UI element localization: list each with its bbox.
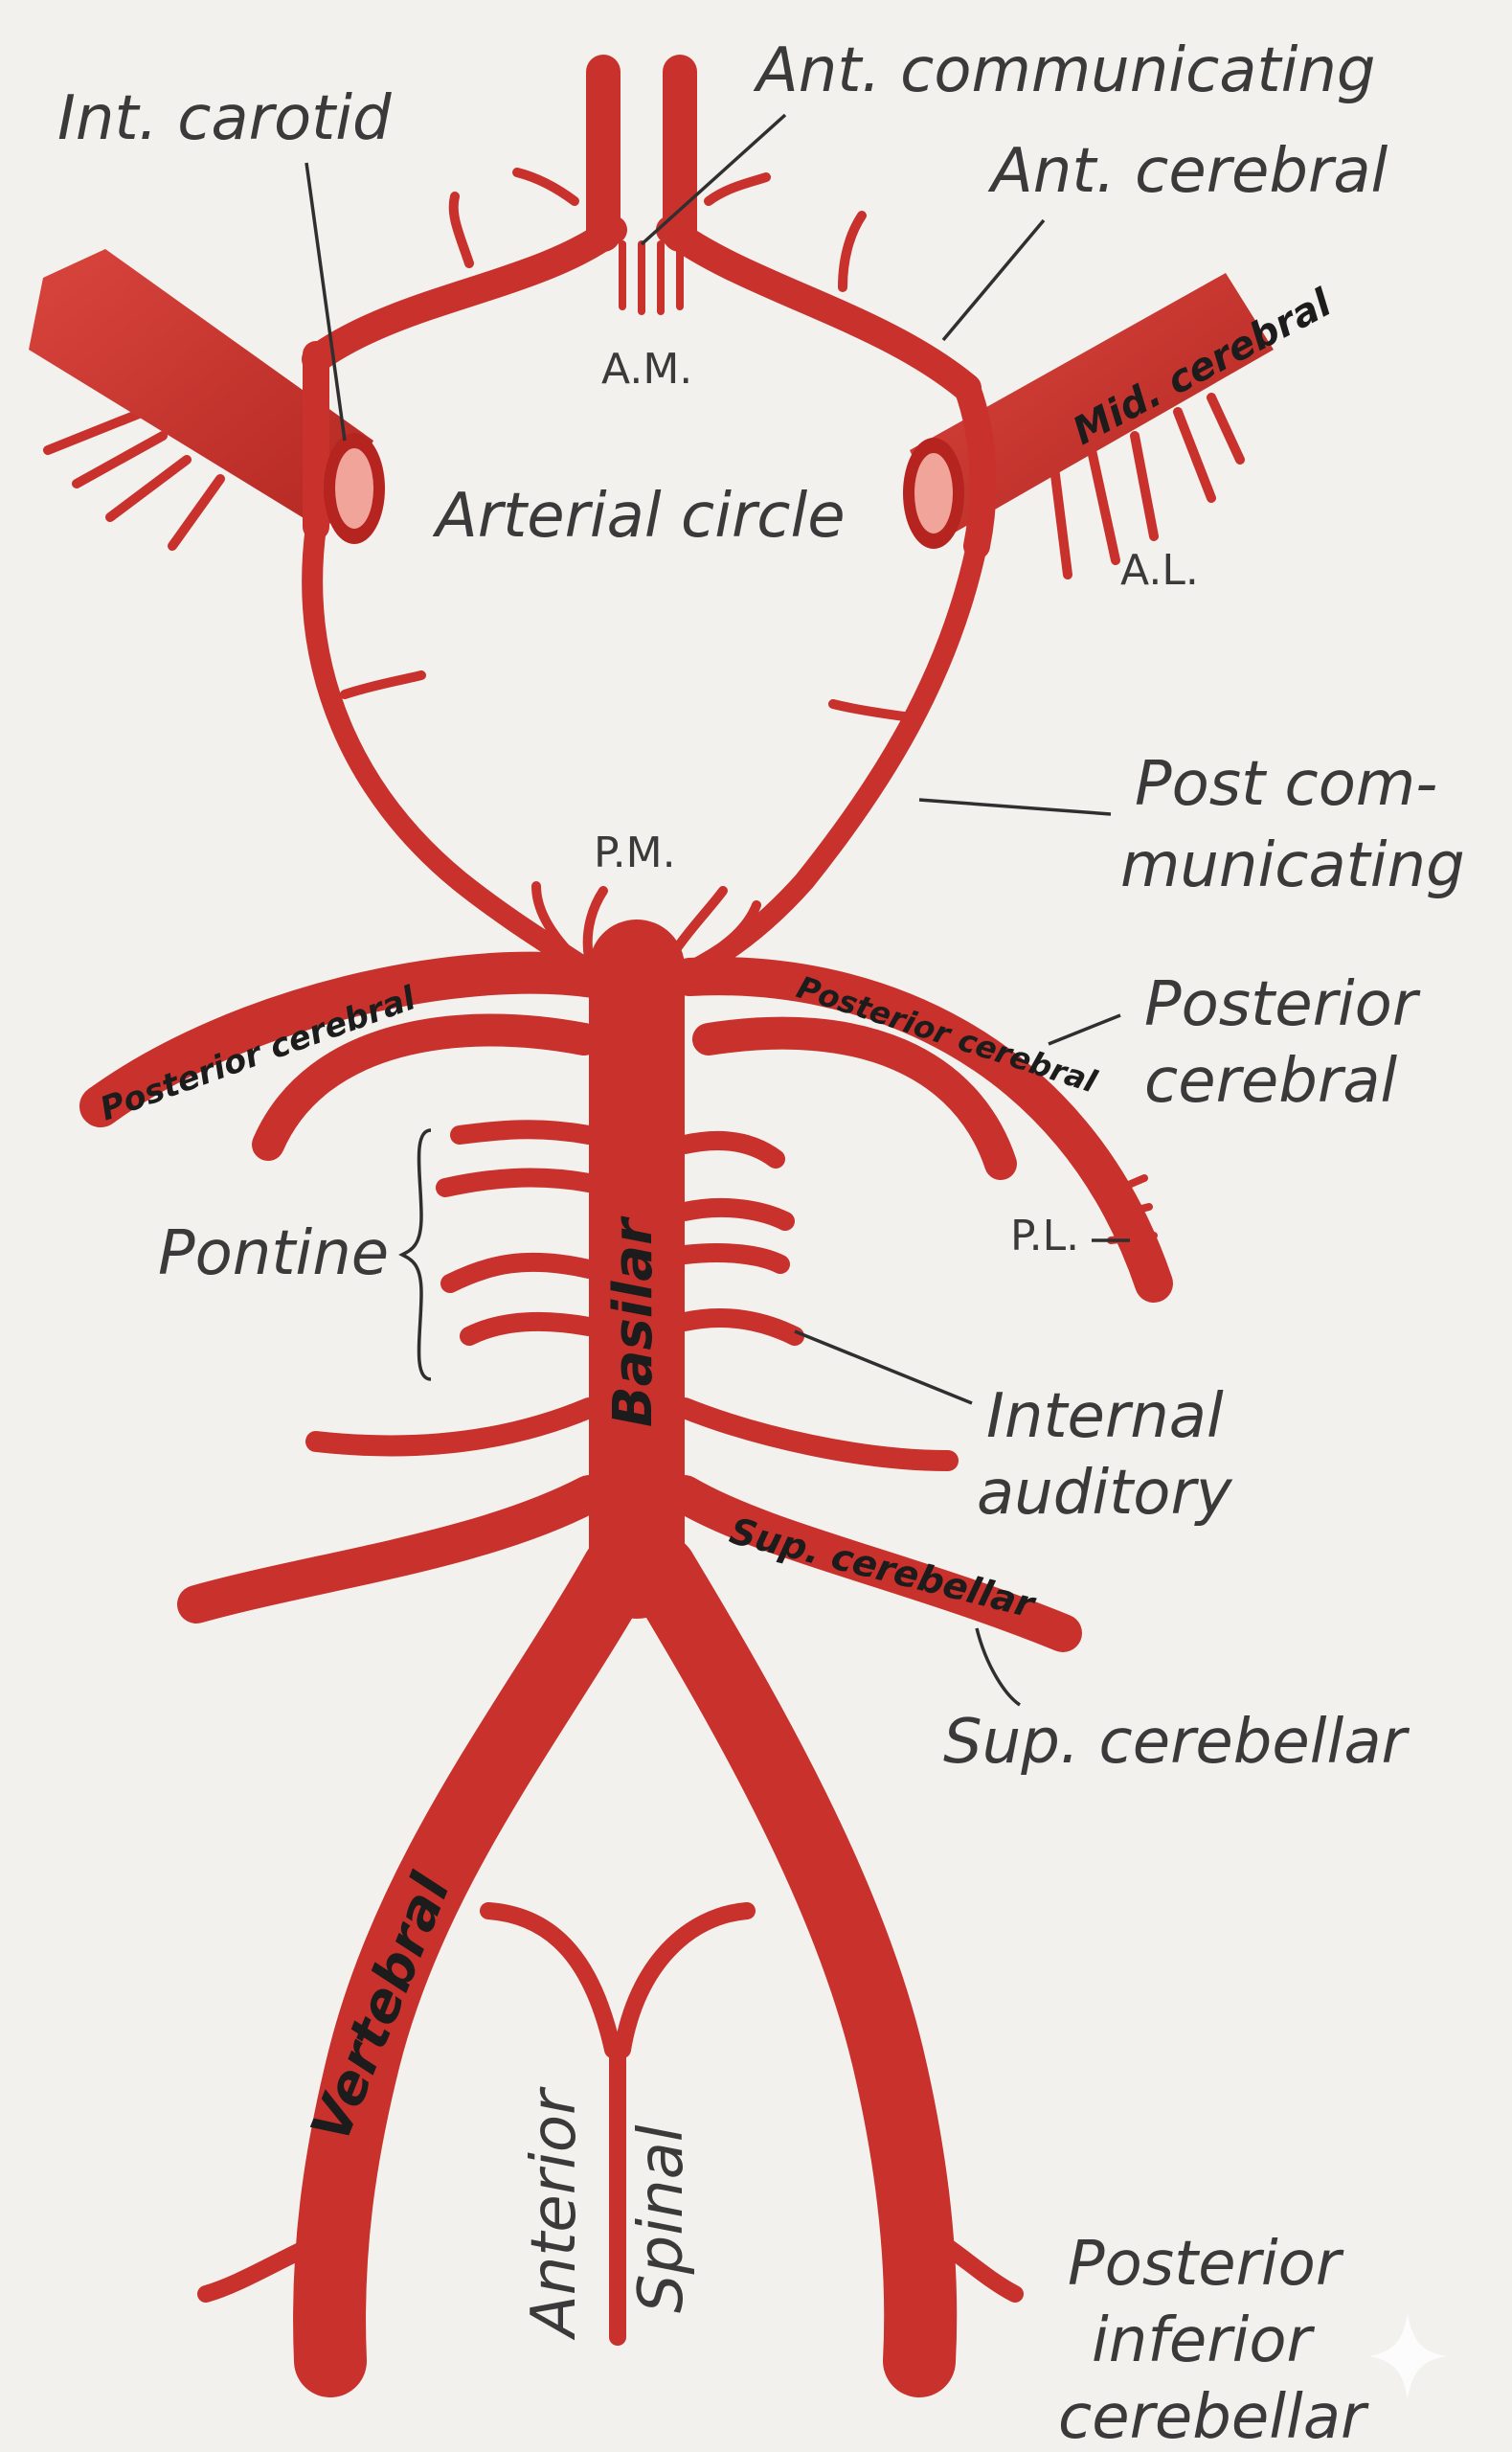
label-posterior-cerebral-line2: cerebral (1144, 1046, 1397, 1117)
label-spinal: Spinal (626, 2124, 697, 2313)
label-pl: P.L. (1010, 1212, 1079, 1260)
al-twig (1049, 455, 1072, 579)
leader-int-carotid (305, 162, 347, 442)
pontine-branch (675, 1130, 785, 1169)
pm-twig (582, 886, 608, 963)
left-upper-branch (252, 1013, 600, 1161)
leader-internal-auditory (794, 1329, 973, 1405)
label-pica-line2: inferior (1092, 2305, 1316, 2376)
label-post-communicating-line1: Post com- (1135, 749, 1437, 820)
left-sup-cerebellar (177, 1475, 608, 1623)
label-pontine: Pontine (158, 1218, 389, 1289)
ac-twig (512, 168, 579, 206)
pl-twig (1107, 1203, 1153, 1220)
leader-sup-cerebellar (975, 1627, 1022, 1707)
left-vertebral (293, 1534, 654, 2397)
carotid-twig (43, 407, 148, 455)
right-carotid-to-circle (954, 375, 997, 559)
pontine-brace (398, 1128, 432, 1381)
al-twig (1087, 445, 1120, 565)
label-al: A.L. (1120, 546, 1199, 595)
right-sup-cerebellar (666, 1475, 1082, 1652)
ac-twig (704, 172, 771, 206)
pm-twig (531, 881, 579, 963)
al-twig (1207, 393, 1245, 465)
left-anterior-cerebral (302, 216, 627, 374)
left-lower-branch (305, 1397, 599, 1457)
ac-twig (448, 192, 474, 268)
right-posterior-communicating (679, 535, 987, 983)
right-mid-cerebral-segment (910, 273, 1274, 536)
right-upper-branch (692, 1016, 1017, 1180)
carotid-twig (168, 474, 225, 551)
al-twig (1130, 431, 1159, 541)
carotid-twig (72, 431, 168, 488)
label-ant-cerebral: Ant. cerebral (987, 136, 1388, 207)
label-pica-line1: Posterior (1068, 2229, 1344, 2300)
label-pica-line3: cerebellar (1058, 2382, 1369, 2452)
pm-twig (666, 886, 728, 963)
right-vertebral (624, 1534, 958, 2397)
pontine-branch (450, 1120, 598, 1145)
pontine-branch (436, 1168, 598, 1197)
label-basilar: Basilar (602, 1215, 665, 1427)
pontine-branch (460, 1311, 598, 1346)
label-pm: P.M. (594, 829, 676, 877)
pm-twig (694, 900, 761, 967)
left-internal-carotid-segment (29, 249, 373, 532)
label-arterial-circle: Arterial circle (432, 481, 846, 552)
pl-twig (1107, 1174, 1148, 1196)
left-posterior-cerebral (79, 951, 615, 1127)
left-pica (197, 2233, 329, 2303)
pontine-branch (675, 1197, 795, 1231)
circle-twig (340, 670, 426, 699)
leader-posterior-cerebral (1048, 1013, 1121, 1046)
leader-lines (305, 113, 1130, 1707)
carotid-segments (29, 249, 1274, 559)
label-post-communicating-line2: municating (1120, 830, 1465, 901)
pontine-branch (440, 1252, 598, 1293)
internal-auditory-branch (675, 1307, 804, 1346)
labels: Int. carotid Ant. communicating Ant. cer… (57, 35, 1465, 2452)
leader-post-communicating (918, 798, 1112, 816)
label-internal-auditory-line1: Internal (986, 1381, 1224, 1452)
left-spinal-branch (480, 1902, 621, 2058)
pontine-branch (675, 1243, 790, 1274)
left-posterior-communicating (302, 516, 595, 978)
label-anterior: Anterior (519, 2086, 590, 2341)
circle-twig (828, 699, 924, 723)
label-internal-auditory-line2: auditory (977, 1458, 1233, 1529)
leader-ant-communicating (640, 113, 787, 246)
label-ant-communicating: Ant. communicating (753, 35, 1376, 106)
left-carotid-lumen-inner (335, 448, 373, 529)
right-carotid-lumen-inner (914, 453, 953, 534)
vessels (43, 55, 1245, 2397)
label-int-carotid: Int. carotid (57, 83, 392, 154)
ac-twig (838, 211, 867, 292)
label-sup-cerebellar: Sup. cerebellar (943, 1707, 1410, 1778)
right-anterior-cerebral (656, 216, 982, 402)
carotid-twig (105, 455, 192, 522)
right-pica (915, 2223, 1024, 2303)
label-posterior-cerebral-line1: Posterior (1144, 969, 1421, 1040)
label-am: A.M. (601, 345, 692, 394)
al-twig (1173, 407, 1216, 503)
sparkle-icon (1369, 2313, 1446, 2399)
right-lower-branch (674, 1397, 959, 1471)
right-spinal-branch (614, 1902, 756, 2058)
leader-ant-cerebral (941, 218, 1046, 342)
